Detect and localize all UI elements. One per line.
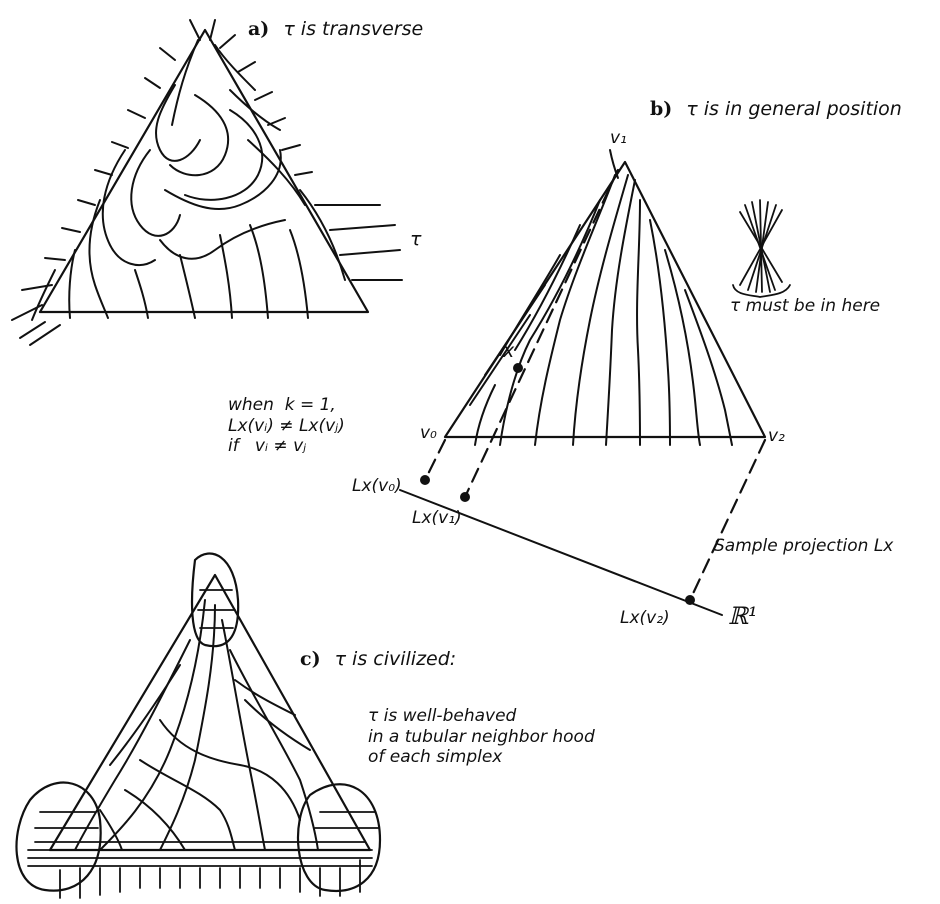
r1-line xyxy=(399,489,723,616)
panel-c-caption-text: τ is civilized: xyxy=(334,648,457,670)
neighborhood-right xyxy=(296,783,382,892)
proj-v2-label: Lx(v₂) xyxy=(620,608,670,628)
collar-bands xyxy=(27,841,373,867)
neighborhood-top xyxy=(190,552,240,648)
ticks-c xyxy=(34,589,379,899)
inset-caption: τ must be in here xyxy=(730,296,881,316)
condition-text: when k = 1, Lx(vᵢ) ≠ Lx(vⱼ) if vᵢ ≠ vⱼ xyxy=(228,395,345,457)
point-x-dot xyxy=(513,363,523,373)
proj-v1-label: Lx(v₁) xyxy=(412,508,462,528)
foliation-a xyxy=(31,39,346,321)
ticks-a xyxy=(11,19,403,346)
proj-point-v2 xyxy=(685,595,695,605)
vertex-v1-label: v₁ xyxy=(610,128,627,148)
panel-c-description: τ is well-behaved in a tubular neighbor … xyxy=(368,706,595,768)
tau-label-a: τ xyxy=(410,228,422,250)
panel-b-caption: b) τ is in general position xyxy=(650,100,902,119)
panel-b-drawing xyxy=(399,149,791,616)
panel-a-letter: a) xyxy=(248,18,270,40)
proj-v0-label: Lx(v₀) xyxy=(352,476,402,496)
panel-c-drawing xyxy=(15,552,382,899)
panel-b-letter: b) xyxy=(650,98,673,120)
panel-c-caption: c) τ is civilized: xyxy=(300,650,456,669)
panel-b-caption-text: τ is in general position xyxy=(686,98,902,120)
triangle-a xyxy=(38,28,370,314)
panel-a-caption-text: τ is transverse xyxy=(283,18,424,40)
projection-caption: Sample projection Lx xyxy=(714,536,894,556)
proj-point-v1 xyxy=(460,492,470,502)
inset-sheaf xyxy=(732,199,791,298)
vertex-v2-label: v₂ xyxy=(768,426,785,446)
foliation-c xyxy=(74,599,319,851)
panel-c-letter: c) xyxy=(300,648,321,670)
proj-point-v0 xyxy=(420,475,430,485)
panel-a-caption: a) τ is transverse xyxy=(248,20,423,39)
r1-label: ℝ¹ xyxy=(728,602,758,630)
projection-lines xyxy=(423,168,767,602)
foliation-b xyxy=(469,149,733,446)
vertex-v0-label: v₀ xyxy=(420,423,437,443)
neighborhood-left xyxy=(15,781,102,892)
panel-a-drawing xyxy=(11,19,403,346)
triangle-b xyxy=(443,160,767,439)
point-x-label: x xyxy=(503,340,515,362)
